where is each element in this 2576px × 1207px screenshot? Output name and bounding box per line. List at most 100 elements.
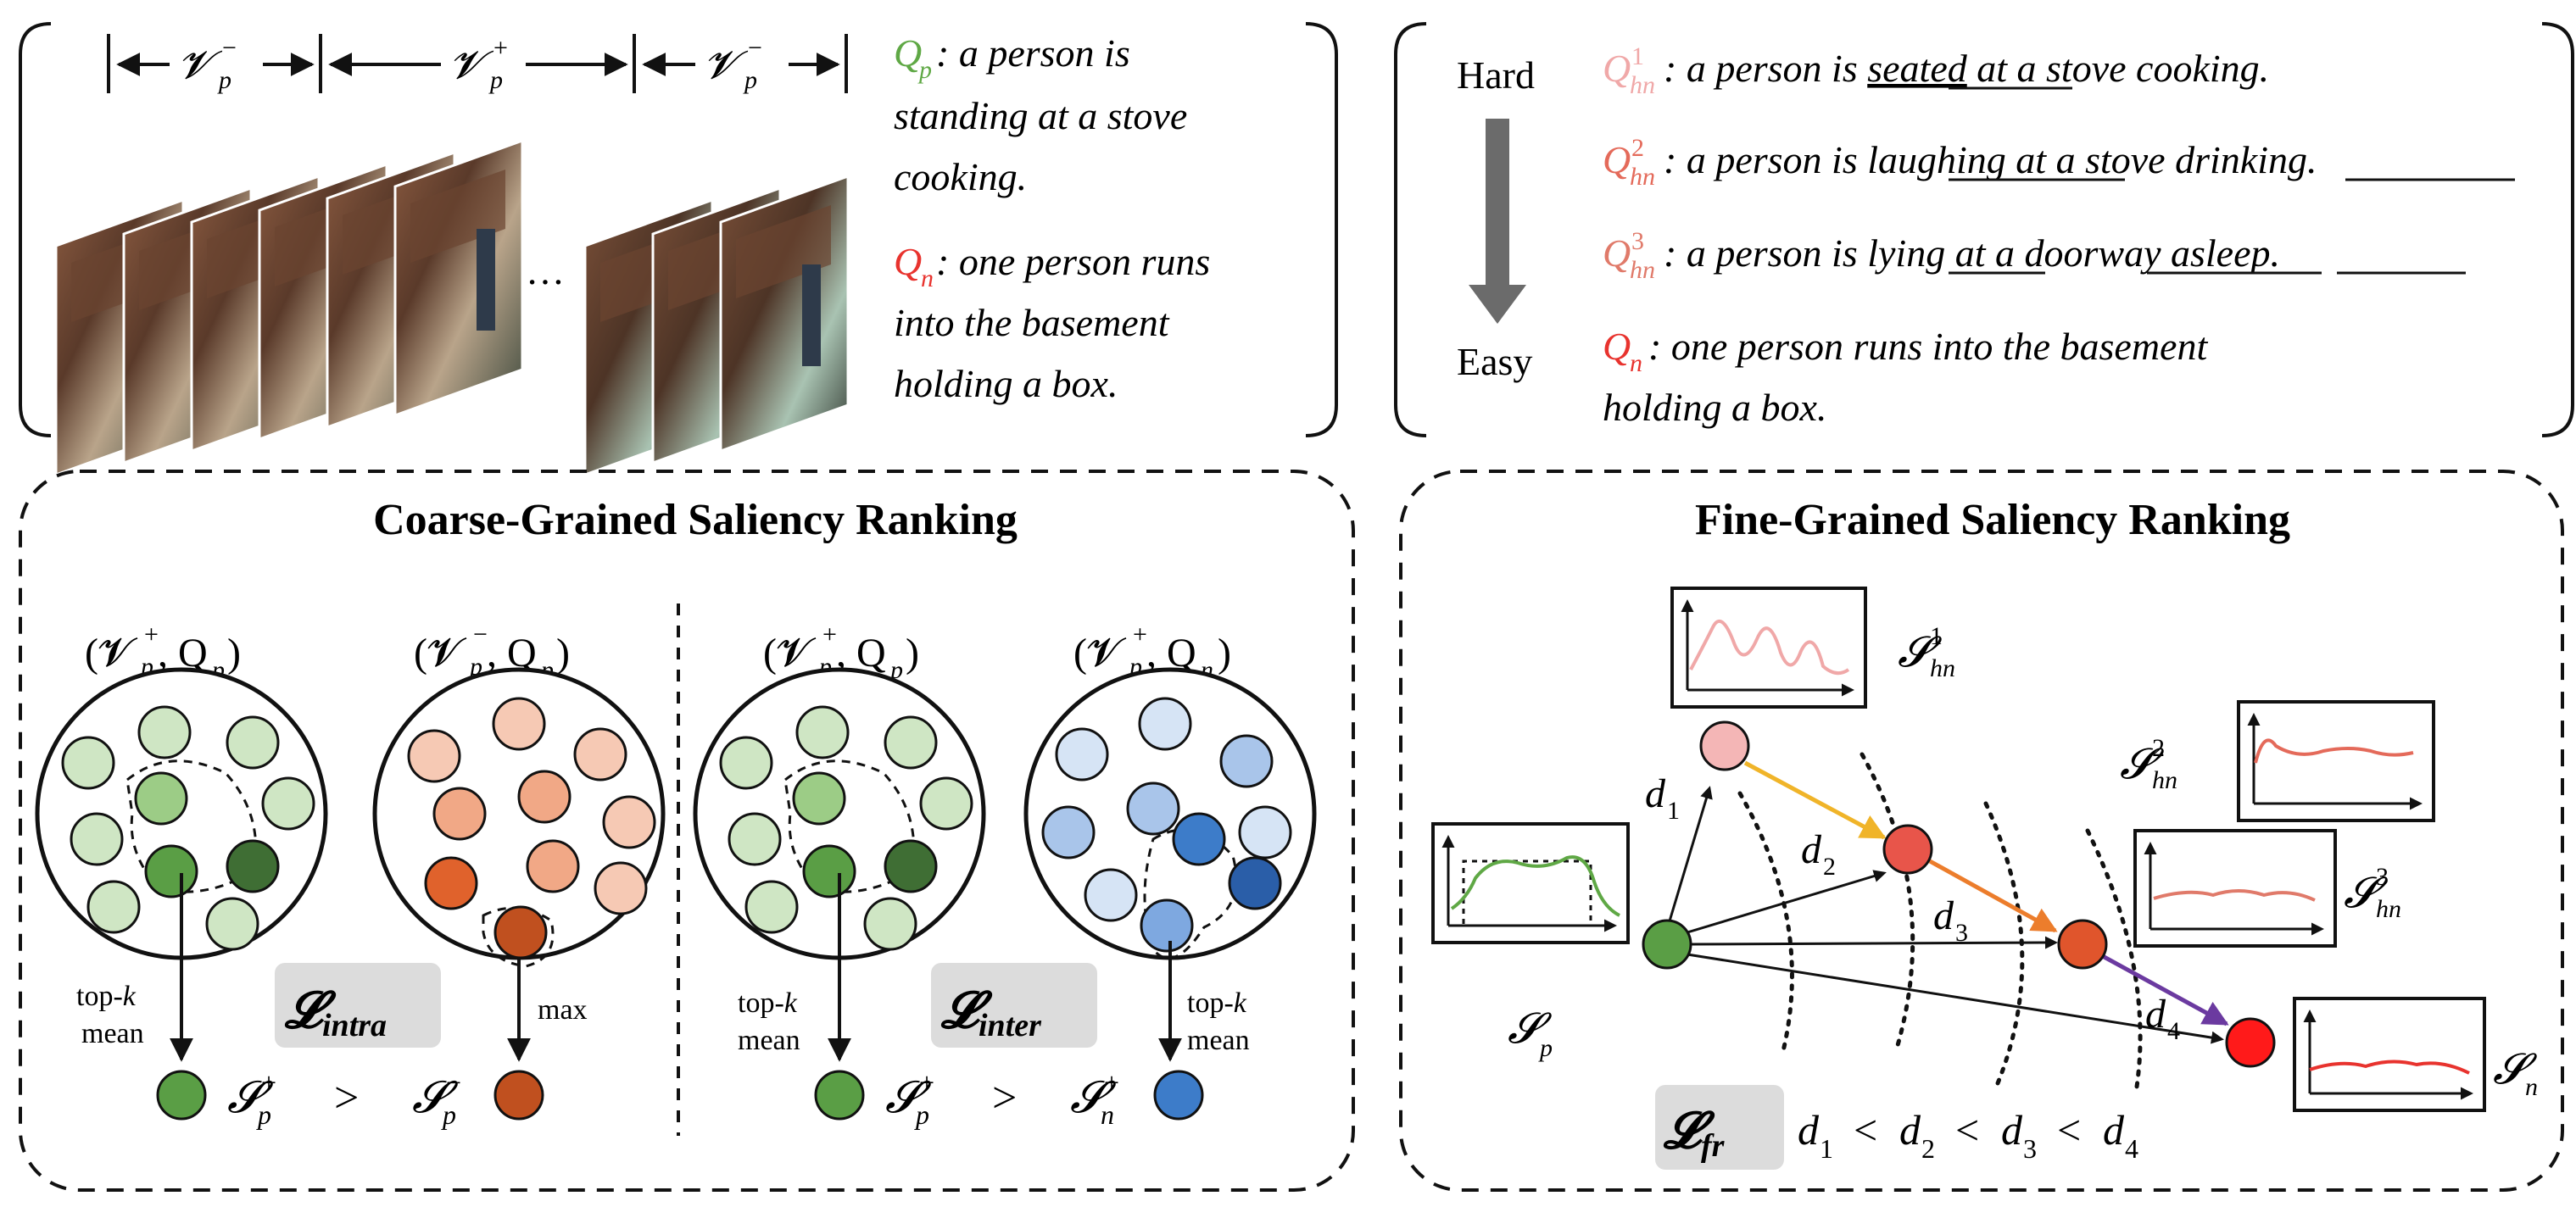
svg-text:max: max xyxy=(538,994,588,1026)
feature-node xyxy=(1140,898,1194,953)
svg-text:2: 2 xyxy=(1921,1133,1935,1164)
fine-grained-panel: Fine-Grained Saliency Ranking xyxy=(1399,470,2564,1192)
svg-text:−: − xyxy=(446,1067,461,1098)
svg-text:−: − xyxy=(748,34,762,62)
feature-node xyxy=(1138,697,1192,751)
feature-node xyxy=(573,727,627,781)
svg-text:p: p xyxy=(743,66,757,94)
hard-negative-query-3: Q 3 hn : a person is lying at a doorway … xyxy=(1603,227,2466,284)
svg-text:<: < xyxy=(2057,1106,2081,1154)
frame-person xyxy=(477,229,495,331)
feature-node xyxy=(1219,734,1274,788)
svg-text:n: n xyxy=(2525,1073,2538,1101)
svg-text:n: n xyxy=(1101,1099,1114,1130)
svg-text:d: d xyxy=(1933,893,1954,938)
svg-text:: a person is: : a person is xyxy=(936,31,1130,75)
svg-text:p: p xyxy=(1538,1034,1553,1062)
mini-chart-curve xyxy=(1450,855,1620,917)
saliency-mini-chart xyxy=(2133,829,2337,948)
svg-text:𝓥: 𝓥 xyxy=(449,43,494,86)
svg-text:inter: inter xyxy=(979,1008,1042,1043)
svg-text:hn: hn xyxy=(2376,895,2401,923)
node-negative xyxy=(2225,1017,2276,1068)
feature-node xyxy=(1084,868,1138,922)
feature-node xyxy=(744,880,799,934)
svg-text:1: 1 xyxy=(1667,797,1680,825)
svg-text:n: n xyxy=(921,264,934,292)
svg-text:d: d xyxy=(1645,771,1666,816)
node-hn1 xyxy=(1699,720,1750,771)
svg-text:(𝓥: (𝓥 xyxy=(763,631,817,676)
svg-text:−: − xyxy=(222,34,237,62)
mini-charts xyxy=(1431,587,2486,1112)
svg-text:d: d xyxy=(1899,1106,1921,1154)
svg-text:+: + xyxy=(1133,620,1147,648)
svg-text:: one person runs: : one person runs xyxy=(936,240,1210,283)
coarse-grained-panel: Coarse-Grained Saliency Ranking (𝓥 + p ,… xyxy=(19,470,1355,1192)
feature-node xyxy=(493,905,548,959)
feature-node xyxy=(792,771,846,826)
feature-node xyxy=(919,776,973,831)
feature-node xyxy=(61,736,115,790)
svg-text:d: d xyxy=(1798,1106,1820,1154)
svg-text:+: + xyxy=(822,620,837,648)
saliency-mini-chart xyxy=(2237,700,2435,822)
feature-node xyxy=(70,812,124,866)
hard-chain-edges xyxy=(1743,760,2229,1026)
saliency-nodes xyxy=(1642,720,2276,1068)
mini-chart-curve xyxy=(2309,1060,2470,1075)
coarse-title: Coarse-Grained Saliency Ranking xyxy=(373,496,1018,544)
video-frames-group-2 xyxy=(583,174,850,477)
feature-node xyxy=(884,839,938,893)
node-positive xyxy=(1642,919,1692,970)
svg-text:hn: hn xyxy=(1630,256,1655,284)
svg-text:p: p xyxy=(256,1099,271,1130)
svg-text:mean: mean xyxy=(1187,1025,1250,1056)
svg-text:p: p xyxy=(441,1099,456,1130)
feature-node xyxy=(1172,812,1226,866)
svg-text:Q: Q xyxy=(1603,231,1631,275)
svg-text:mean: mean xyxy=(738,1025,800,1056)
svg-text:d: d xyxy=(2103,1106,2125,1154)
svg-text:hn: hn xyxy=(1630,71,1655,99)
svg-text:>: > xyxy=(992,1074,1017,1122)
svg-text:+: + xyxy=(144,620,159,648)
frame-cabinet xyxy=(736,205,831,298)
negative-query-easy: Q n : one person runs into the basement … xyxy=(1603,325,2208,429)
feature-node xyxy=(884,715,938,770)
query-positive: Q p : a person is standing at a stove co… xyxy=(894,31,1187,198)
svg-text:standing at a stove: standing at a stove xyxy=(894,94,1187,137)
feature-node xyxy=(728,812,782,866)
svg-text:p: p xyxy=(488,66,503,94)
distance-arcs xyxy=(1737,752,2143,1089)
feature-node xyxy=(795,705,850,759)
svg-text:hn: hn xyxy=(1930,654,1955,682)
svg-text:2: 2 xyxy=(1823,853,1836,881)
hard-negative-query-2: Q 2 hn : a person is laughing at a stove… xyxy=(1603,134,2515,191)
svg-text:(𝓥: (𝓥 xyxy=(1073,631,1127,676)
loss-inter: 𝓛 inter xyxy=(931,963,1097,1048)
saliency-mini-chart xyxy=(2293,997,2486,1112)
svg-text:4: 4 xyxy=(2125,1133,2138,1164)
svg-text:): ) xyxy=(556,631,570,676)
fine-title: Fine-Grained Saliency Ranking xyxy=(1695,496,2290,544)
svg-text:): ) xyxy=(1218,631,1231,676)
frame-cabinet xyxy=(410,170,505,263)
svg-text:n: n xyxy=(1630,349,1642,377)
feature-node xyxy=(134,771,188,826)
feature-node xyxy=(1228,856,1282,910)
svg-text:+: + xyxy=(919,1067,934,1098)
top-left-panel: 𝓥 − p 𝓥 + p 𝓥 − p … Q p : a person is st… xyxy=(19,22,1338,477)
node-hn3 xyxy=(2057,919,2108,970)
cluster-selection xyxy=(783,759,916,893)
svg-text:3: 3 xyxy=(2376,863,2389,891)
svg-text:3: 3 xyxy=(1955,919,1968,947)
svg-text:(𝓥: (𝓥 xyxy=(414,631,467,676)
video-frames-group-1 xyxy=(54,138,524,477)
svg-text:1: 1 xyxy=(1631,42,1644,70)
svg-text:(𝓥: (𝓥 xyxy=(85,631,138,676)
svg-text:1: 1 xyxy=(1930,622,1943,650)
feature-node xyxy=(1238,805,1292,859)
